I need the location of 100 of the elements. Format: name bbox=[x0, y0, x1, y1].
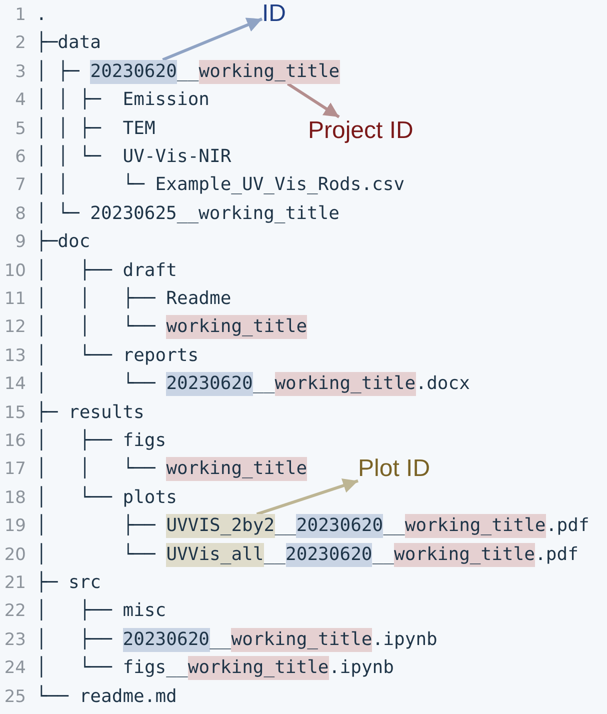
tree-line-text: .ipynb bbox=[328, 656, 394, 680]
highlighted-id-text: working_title bbox=[188, 656, 329, 680]
tree-line-text: ├── draft bbox=[79, 258, 177, 283]
line-number: 5 bbox=[14, 118, 26, 141]
tree-line-text: ├── misc bbox=[79, 598, 166, 624]
tree-line-text: ├─data bbox=[36, 30, 102, 56]
tree-line-text: │ bbox=[36, 258, 47, 283]
tree-line-text: __ bbox=[383, 514, 405, 538]
tree-line-text: └── plots bbox=[79, 485, 177, 510]
highlighted-id-text: 20230620 bbox=[122, 628, 210, 652]
line-number: 3 bbox=[14, 60, 26, 84]
tree-line-text: └── bbox=[122, 314, 156, 340]
line-number: 21 bbox=[3, 572, 26, 595]
tree-line-text: │ └─ 20230625__working_title bbox=[36, 201, 340, 226]
line-number: 24 bbox=[3, 657, 26, 680]
tree-line-text: .ipynb bbox=[372, 628, 438, 652]
tree-line-text: │ │ bbox=[36, 172, 69, 198]
highlighted-id-text: working_title bbox=[394, 542, 535, 567]
highlighted-id-text: 20230620 bbox=[286, 542, 372, 567]
line-number: 18 bbox=[3, 486, 26, 510]
tree-line-text: │ bbox=[36, 456, 47, 482]
callout-label: Plot ID bbox=[358, 455, 430, 483]
tree-line-text: │ bbox=[36, 485, 47, 510]
tree-line-text: │ bbox=[79, 456, 90, 482]
arrow bbox=[286, 82, 340, 118]
tree-line-text: ├── bbox=[79, 627, 112, 652]
tree-line-text: │ bbox=[36, 627, 47, 652]
tree-line-text: └── bbox=[122, 542, 156, 567]
highlighted-id-text: working_title bbox=[404, 514, 546, 538]
tree-line-text: │ bbox=[36, 542, 47, 567]
line-number: 9 bbox=[14, 231, 26, 254]
tree-line-text: └── bbox=[122, 456, 156, 482]
tree-line-text: UV-Vis-NIR bbox=[122, 145, 232, 169]
tree-line-text: │ bbox=[36, 286, 47, 311]
tree-line-text: __ bbox=[264, 542, 286, 567]
highlighted-id-text: working_title bbox=[231, 628, 372, 652]
tree-line-text: │ bbox=[36, 314, 47, 340]
tree-line-text: │ │ ├─ bbox=[36, 116, 102, 141]
line-number: 13 bbox=[3, 344, 26, 368]
line-number: 11 bbox=[3, 288, 26, 311]
tree-line-text: ├── Readme bbox=[122, 286, 232, 311]
tree-line-text: ├─ src bbox=[36, 570, 102, 595]
line-number: 22 bbox=[3, 600, 26, 624]
tree-line-text: │ bbox=[79, 286, 90, 311]
tree-line-text: Emission bbox=[122, 88, 210, 112]
tree-line-text: ├── bbox=[122, 513, 156, 538]
callout-label: ID bbox=[262, 0, 286, 28]
tree-line-text: __ bbox=[253, 372, 275, 396]
tree-line-text: .pdf bbox=[535, 542, 578, 567]
highlighted-id-text: working_title bbox=[166, 457, 308, 482]
tree-line-text: figs__ bbox=[122, 656, 188, 680]
tree-line-text: │ bbox=[36, 598, 47, 624]
line-number: 25 bbox=[3, 686, 26, 709]
tree-line-text: └── readme.md bbox=[36, 684, 177, 709]
tree-line-text: │ bbox=[79, 314, 90, 340]
highlighted-id-text: working_title bbox=[166, 315, 308, 340]
tree-line-text: │ bbox=[36, 343, 47, 368]
tree-line-text: __ bbox=[274, 514, 296, 538]
highlighted-id-text: working_title bbox=[274, 372, 416, 396]
tree-line-text: │ │ └─ bbox=[36, 144, 102, 169]
highlighted-id-text: 20230620 bbox=[90, 60, 177, 84]
tree-line-text: │ bbox=[36, 371, 47, 396]
line-number: 23 bbox=[3, 628, 26, 652]
line-number: 16 bbox=[3, 430, 26, 453]
tree-line-text: __ bbox=[372, 542, 394, 567]
tree-line-text: └── bbox=[79, 655, 112, 680]
line-number: 14 bbox=[3, 373, 26, 396]
line-number: 17 bbox=[3, 458, 26, 482]
tree-line-text: . bbox=[36, 3, 47, 27]
line-number: 1 bbox=[14, 4, 26, 27]
line-number: 4 bbox=[14, 89, 26, 112]
arrow bbox=[256, 478, 358, 516]
line-number: 15 bbox=[3, 402, 26, 425]
tree-line-text: └── bbox=[122, 371, 156, 396]
tree-line-text: │ bbox=[36, 428, 47, 453]
line-number: 10 bbox=[3, 260, 26, 283]
tree-line-text: ├── figs bbox=[79, 428, 166, 453]
line-number: 6 bbox=[14, 146, 26, 169]
tree-line-text: │ ├─ bbox=[36, 59, 80, 84]
tree-line-text: │ bbox=[36, 513, 47, 538]
tree-line-text: ├─doc bbox=[36, 229, 90, 254]
tree-line-text: __ bbox=[177, 60, 199, 84]
tree-line-text: │ bbox=[36, 655, 47, 680]
line-number: 8 bbox=[14, 202, 26, 226]
highlighted-id-text: 20230620 bbox=[166, 372, 253, 396]
tree-line-text: .pdf bbox=[546, 514, 590, 538]
line-number: 20 bbox=[3, 544, 26, 567]
callout-label: Project ID bbox=[308, 117, 414, 145]
highlighted-id-text: 20230620 bbox=[296, 514, 384, 538]
tree-line-text: └─ Example_UV_Vis_Rods.csv bbox=[122, 172, 405, 198]
highlighted-id-text: UVVis_all bbox=[166, 542, 264, 567]
tree-line-text: │ │ ├─ bbox=[36, 87, 102, 112]
line-number: 2 bbox=[14, 32, 26, 56]
line-number: 19 bbox=[3, 515, 26, 538]
tree-line-text: └── reports bbox=[79, 343, 199, 368]
highlighted-id-text: UVVIS_2by2 bbox=[166, 514, 275, 538]
line-number: 7 bbox=[14, 174, 26, 198]
tree-line-text: __ bbox=[210, 628, 232, 652]
tree-line-text: .docx bbox=[416, 372, 470, 396]
arrow bbox=[162, 18, 263, 62]
